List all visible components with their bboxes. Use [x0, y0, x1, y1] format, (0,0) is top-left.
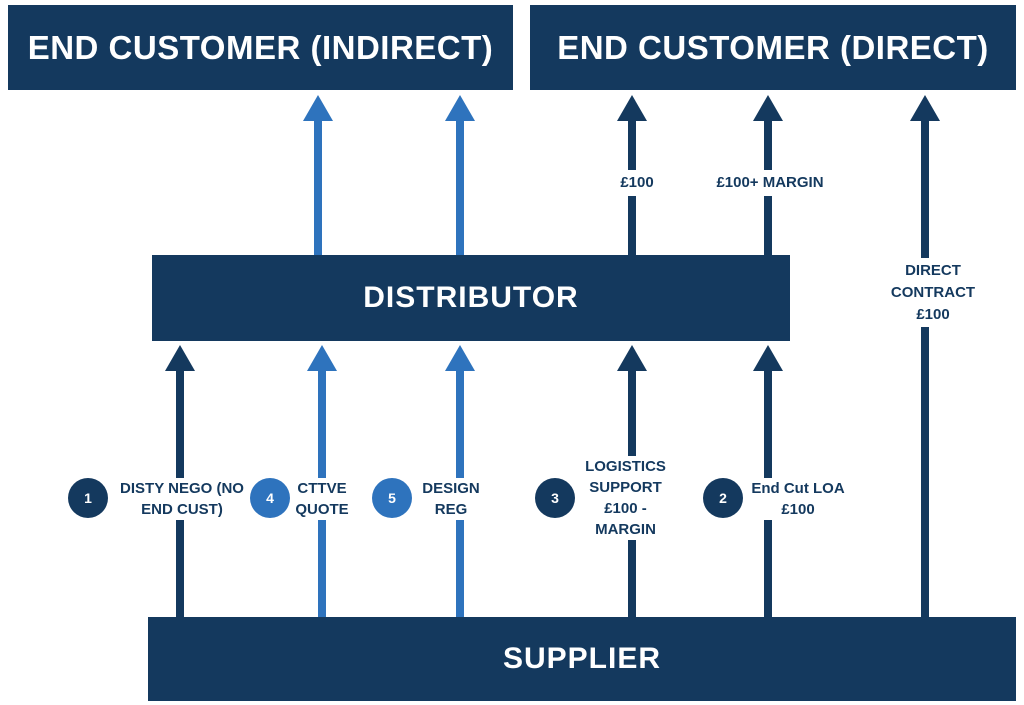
arrowhead-icon — [445, 95, 475, 121]
legend-label-disty-nego: DISTY NEGO (NO END CUST) — [120, 478, 244, 520]
arrowhead-icon — [303, 95, 333, 121]
box-end-customer-indirect-label: END CUSTOMER (INDIRECT) — [27, 28, 494, 66]
arrowhead-icon — [307, 345, 337, 371]
legend-label-logistics-support: LOGISTICS SUPPORT £100 - MARGIN — [578, 456, 673, 540]
arrow-shaft — [456, 121, 464, 255]
arrowhead-icon — [910, 95, 940, 121]
arrowhead-icon — [753, 345, 783, 371]
box-end-customer-direct: END CUSTOMER (DIRECT) — [530, 5, 1016, 90]
arrowhead-icon — [445, 345, 475, 371]
arrow-shaft — [921, 121, 929, 617]
legend-label-cttve-quote: CTTVE QUOTE — [287, 478, 357, 520]
arrowhead-icon — [617, 345, 647, 371]
label-price-100-plus-margin: £100+ MARGIN — [700, 170, 840, 196]
arrowhead-icon — [165, 345, 195, 371]
label-direct-contract: DIRECT CONTRACT £100 — [876, 258, 990, 328]
box-supplier: SUPPLIER — [148, 617, 1016, 701]
box-end-customer-direct-label: END CUSTOMER (DIRECT) — [557, 28, 989, 66]
legend-number-3: 3 — [551, 490, 559, 506]
legend-circle-2: 2 — [703, 478, 743, 518]
label-price-100: £100 — [600, 170, 674, 196]
legend-circle-3: 3 — [535, 478, 575, 518]
arrow-distributor-to-indirect-right — [445, 95, 475, 255]
arrow-supplier-to-direct-contract — [910, 95, 940, 617]
box-distributor: DISTRIBUTOR — [152, 255, 790, 341]
legend-number-5: 5 — [388, 490, 396, 506]
arrow-shaft — [314, 121, 322, 255]
box-supplier-label: SUPPLIER — [502, 642, 662, 675]
arrowhead-icon — [753, 95, 783, 121]
legend-circle-4: 4 — [250, 478, 290, 518]
arrowhead-icon — [617, 95, 647, 121]
legend-circle-5: 5 — [372, 478, 412, 518]
box-end-customer-indirect: END CUSTOMER (INDIRECT) — [8, 5, 513, 90]
legend-label-end-cut-loa: End Cut LOA £100 — [743, 478, 853, 520]
legend-number-2: 2 — [719, 490, 727, 506]
legend-number-1: 1 — [84, 490, 92, 506]
legend-number-4: 4 — [266, 490, 274, 506]
arrow-distributor-to-indirect-left — [303, 95, 333, 255]
legend-circle-1: 1 — [68, 478, 108, 518]
legend-label-design-reg: DESIGN REG — [414, 478, 488, 520]
box-distributor-label: DISTRIBUTOR — [363, 281, 579, 314]
